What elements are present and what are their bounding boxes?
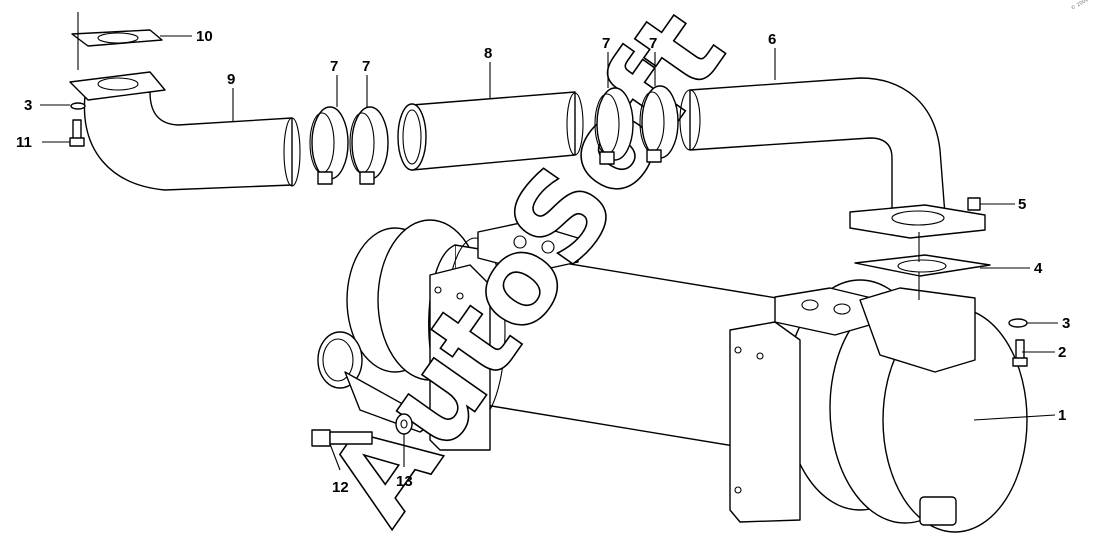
callout-7-c: 7 <box>602 35 610 52</box>
callout-4: 4 <box>1034 260 1043 277</box>
clamp-7-left-a <box>309 106 349 185</box>
nut-5 <box>967 197 981 211</box>
exhaust-pipe-6 <box>679 77 946 216</box>
callout-2: 2 <box>1058 344 1066 361</box>
clamp-7-right-b <box>639 85 679 163</box>
washer-3-left <box>70 102 86 110</box>
callout-8: 8 <box>484 45 492 62</box>
callout-7-b: 7 <box>362 58 370 75</box>
pipe-8 <box>397 91 584 171</box>
callout-12: 12 <box>332 479 349 496</box>
callout-3-left: 3 <box>24 97 32 114</box>
callout-1: 1 <box>1058 407 1066 424</box>
leader-lines <box>40 12 1058 471</box>
callout-11: 11 <box>16 134 32 151</box>
bolt-11 <box>69 119 85 147</box>
washer-13 <box>395 413 413 435</box>
gasket-10 <box>71 29 163 47</box>
callout-6: 6 <box>768 31 776 48</box>
callout-7-a: 7 <box>330 58 338 75</box>
callout-numbers: 1 2 3 4 5 6 7 7 7 7 8 9 10 3 11 12 13 <box>16 28 1070 496</box>
callout-5: 5 <box>1018 196 1026 213</box>
gasket-4 <box>854 254 991 277</box>
flange-top <box>849 204 986 239</box>
exhaust-pipe-9 <box>69 71 301 191</box>
clamp-7-right-a <box>594 87 634 165</box>
muffler <box>317 219 1028 533</box>
corner-mark: © 2006 <box>1070 0 1090 12</box>
callout-9: 9 <box>227 71 235 88</box>
callout-10: 10 <box>196 28 213 45</box>
clamp-7-left-b <box>349 106 389 185</box>
bolt-2 <box>1012 339 1028 367</box>
callout-7-d: 7 <box>649 35 657 52</box>
callout-13: 13 <box>396 473 413 490</box>
bolt-12 <box>311 429 373 447</box>
callout-3-right: 3 <box>1062 315 1070 332</box>
washer-3-right <box>1008 318 1028 328</box>
